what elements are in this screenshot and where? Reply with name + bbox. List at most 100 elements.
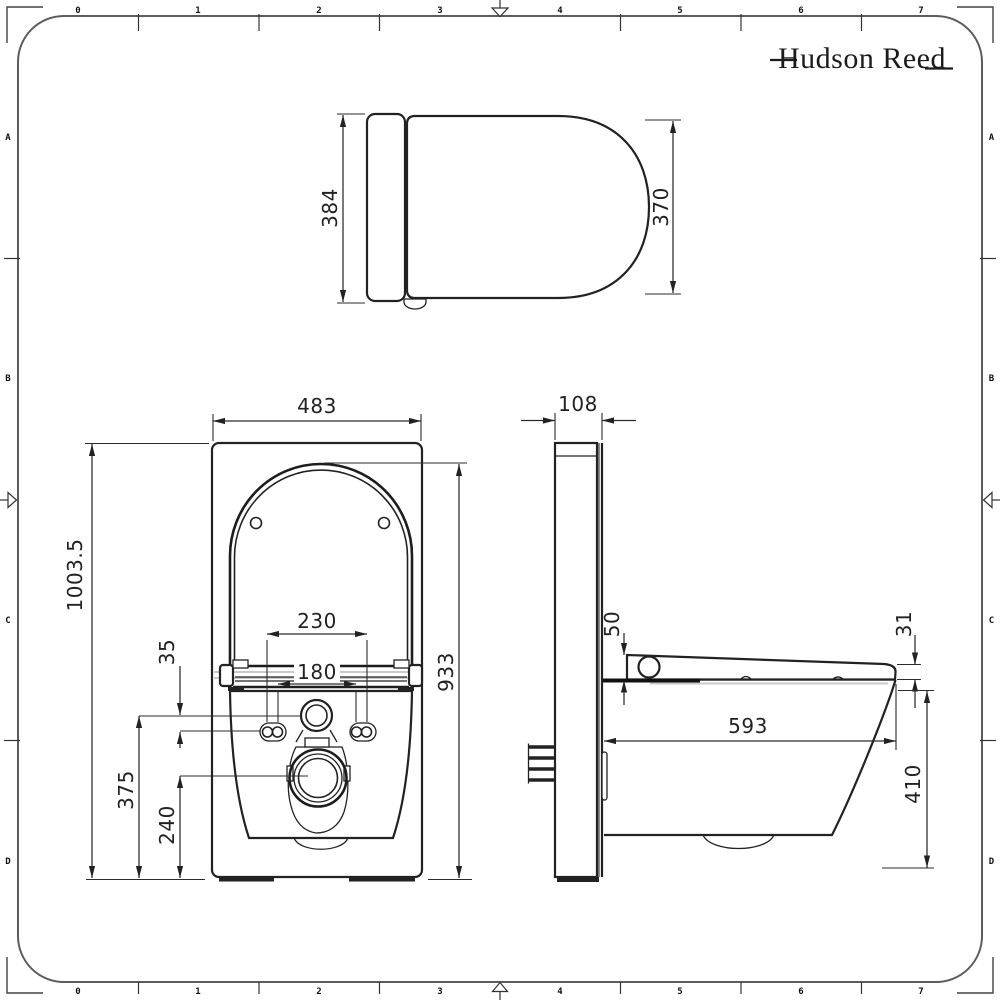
- dim-label-108: 108: [558, 392, 598, 416]
- frame-outline: [210, 441, 424, 879]
- dim-seat-front-edge: 31: [892, 611, 921, 708]
- ruler-label: 5: [677, 987, 682, 997]
- brand-name: Hudson Reed: [778, 42, 946, 75]
- ruler-label: A: [989, 133, 995, 143]
- dim-frame-width: 483: [212, 394, 422, 441]
- dim-pan-height: 410: [882, 689, 934, 869]
- inlet-pipe-inner: [305, 704, 328, 727]
- ruler-label: 3: [437, 6, 442, 16]
- dim-label-933: 933: [434, 652, 458, 692]
- ruler-label: 7: [918, 6, 923, 16]
- corner-trim-top-left: [6, 6, 43, 43]
- ruler-right: A B C D: [980, 133, 996, 867]
- ruler-label: 7: [918, 987, 923, 997]
- pan-front-inner: [233, 469, 409, 664]
- dim-label-230: 230: [297, 609, 337, 633]
- ruler-label: D: [5, 857, 11, 867]
- ruler-label: C: [989, 616, 994, 626]
- ruler-label: C: [5, 616, 10, 626]
- fixing-holes-right: [349, 722, 377, 742]
- dim-label-384: 384: [318, 188, 342, 228]
- dim-label-375: 375: [114, 770, 138, 810]
- ruler-label: 4: [557, 987, 563, 997]
- dim-overall-height: 1003.5: [63, 442, 209, 878]
- centre-marker-right: [982, 491, 1000, 509]
- ruler-label: 1: [195, 987, 200, 997]
- seat-buffer: [739, 675, 753, 681]
- dim-fixing-outer: 230: [266, 609, 368, 722]
- bowl-side-profile: [604, 679, 897, 837]
- dim-frame-depth: 108: [521, 392, 636, 440]
- dim-seat-width: 384: [318, 113, 365, 304]
- ruler-label: 0: [75, 6, 80, 16]
- centre-marker-bottom: [491, 981, 509, 1000]
- centre-marker-left: [0, 491, 18, 509]
- ruler-label: B: [989, 374, 995, 384]
- ruler-label: 6: [798, 987, 803, 997]
- dim-label-593: 593: [728, 714, 768, 738]
- front-view: 483 1003.5 933 230 180 35: [63, 394, 472, 882]
- ruler-label: B: [5, 374, 11, 384]
- waste-outlet-outer: [288, 748, 348, 808]
- ruler-label: 5: [677, 6, 682, 16]
- dim-pan-top-height: 933: [324, 462, 467, 878]
- dim-label-50: 50: [600, 611, 624, 637]
- inlet-pipe-side: [527, 743, 556, 784]
- inlet-pipe-outer: [299, 698, 334, 733]
- brand-logo: Hudson Reed: [770, 42, 953, 75]
- dim-label-180: 180: [297, 660, 337, 684]
- pipe-clip: [304, 737, 330, 748]
- side-view: 108 50 31 593 410: [521, 392, 934, 882]
- seat-side-profile: [625, 653, 897, 681]
- ruler-label: D: [989, 857, 995, 867]
- dim-fixing-inner: 180: [277, 658, 357, 722]
- centre-marker-top: [490, 0, 510, 18]
- frame-foot-left: [219, 877, 274, 882]
- ruler-label: 4: [557, 6, 563, 16]
- fixing-holes-left: [259, 722, 287, 742]
- ruler-label: 0: [75, 987, 80, 997]
- corner-trim-bottom-left: [6, 957, 43, 994]
- frame-side-foot: [557, 877, 599, 882]
- cistern-strip-outline: [365, 112, 407, 303]
- ruler-label: 2: [316, 987, 321, 997]
- corner-trim-bottom-right: [957, 957, 994, 994]
- dim-inlet-height: 375: [114, 715, 300, 878]
- corner-trim-top-right: [957, 6, 994, 43]
- frame-foot-right: [349, 877, 415, 882]
- dim-label-1003-5: 1003.5: [63, 539, 87, 612]
- trapway-side: [702, 834, 775, 850]
- flush-bend-housing: [287, 746, 349, 834]
- ruler-label: A: [5, 133, 11, 143]
- dim-seat-rise: 50: [600, 611, 628, 705]
- dim-label-370: 370: [649, 187, 673, 227]
- dim-projection: 593: [604, 684, 897, 750]
- bowl-front-outline: [228, 689, 414, 840]
- ruler-label: 6: [798, 6, 803, 16]
- waste-outlet-inner: [297, 757, 339, 799]
- ruler-bottom: 0 1 2 3 4 5 6 7: [75, 982, 924, 997]
- ruler-left: A B C D: [4, 133, 20, 867]
- dim-rim-to-fixings: 35: [155, 639, 184, 748]
- dim-label-483: 483: [297, 394, 337, 418]
- ruler-label: 1: [195, 6, 200, 16]
- dim-pan-width: 370: [645, 119, 681, 295]
- panel-detail: [601, 751, 608, 801]
- seat-hinge-circle: [637, 655, 661, 679]
- dim-label-31: 31: [892, 611, 916, 637]
- lid-hole-left: [249, 516, 263, 530]
- dim-label-35: 35: [155, 639, 179, 665]
- top-view: 384 370: [318, 112, 681, 310]
- seat-buffer: [831, 676, 845, 681]
- pan-front-outer: [228, 462, 414, 664]
- lid-hole-right: [377, 516, 391, 530]
- dim-outlet-height: 240: [155, 730, 308, 878]
- seat-lid-outline: [405, 114, 651, 300]
- ruler-label: 3: [437, 987, 442, 997]
- trapway-front: [293, 837, 349, 850]
- dim-label-410: 410: [901, 764, 925, 804]
- ruler-label: 2: [316, 6, 321, 16]
- ruler-top: 0 1 2 3 4 5 6 7: [75, 6, 924, 31]
- hinge-tab: [403, 298, 427, 310]
